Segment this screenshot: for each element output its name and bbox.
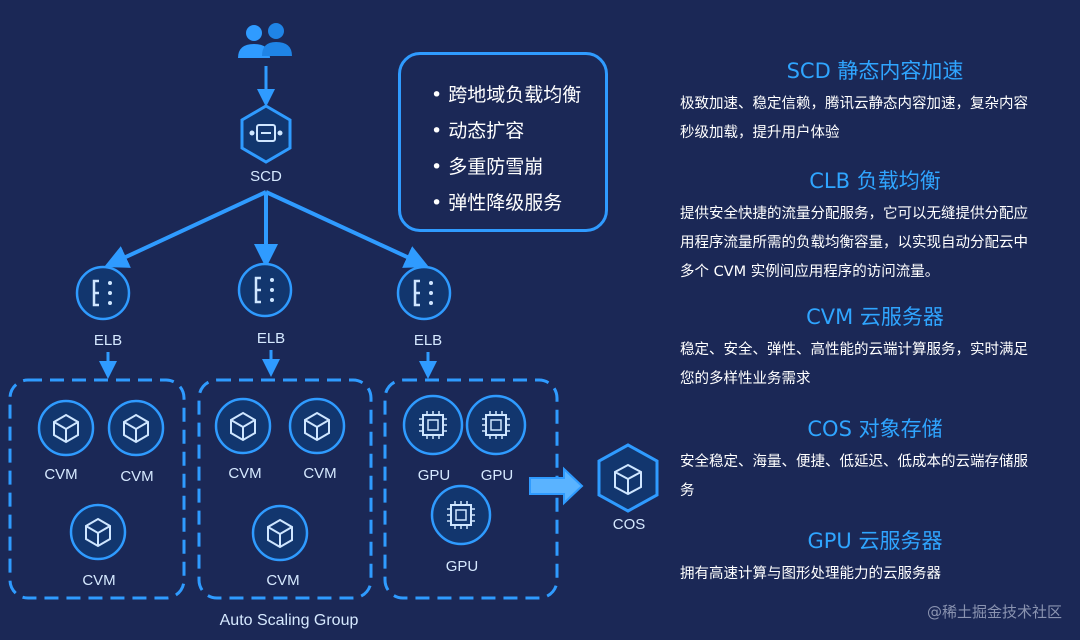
scd-label: SCD [250, 168, 282, 185]
section-scd: SCD 静态内容加速 极致加速、稳定信赖，腾讯云静态内容加速，复杂内容 秒级加载… [680, 52, 1070, 148]
cos-icon [597, 443, 659, 513]
feature-item: 弹性降级服务 [431, 185, 605, 221]
cvm-icon [37, 399, 95, 457]
arrow-scd-to-elb-3 [265, 190, 429, 268]
desc-line: 务 [680, 483, 695, 499]
arrow-scd-to-elb-1 [104, 190, 267, 268]
section-desc: 提供安全快捷的流量分配服务，它可以无缝提供分配应 用程序流量所需的负载均衡容量，… [680, 200, 1070, 287]
section-cvm: CVM 云服务器 稳定、安全、弹性、高性能的云端计算服务，实时满足 您的多样性业… [680, 298, 1070, 394]
gpu-icon [465, 394, 527, 456]
section-cos: COS 对象存储 安全稳定、海量、便捷、低延迟、低成本的云端存储服 务 [680, 410, 1070, 506]
cvm-icon [107, 399, 165, 457]
cvm-label: CVM [120, 468, 153, 485]
desc-line: 稳定、安全、弹性、高性能的云端计算服务，实时满足 [680, 342, 1028, 358]
elb-label: ELB [414, 332, 442, 349]
cvm-icon [251, 504, 309, 562]
gpu-label: GPU [418, 467, 451, 484]
cvm-icon [288, 397, 346, 455]
architecture-diagram: SCD ELB ELB ELB CVM CVM CVM [8, 23, 659, 629]
feature-item: 动态扩容 [431, 113, 605, 149]
section-title: SCD 静态内容加速 [786, 59, 964, 83]
section-desc: 拥有高速计算与图形处理能力的云服务器 [680, 560, 1070, 589]
section-desc: 极致加速、稳定信赖，腾讯云静态内容加速，复杂内容 秒级加载，提升用户体验 [680, 90, 1070, 148]
section-desc: 稳定、安全、弹性、高性能的云端计算服务，实时满足 您的多样性业务需求 [680, 336, 1070, 394]
auto-scaling-group-label: Auto Scaling Group [220, 612, 359, 629]
section-title: CVM 云服务器 [806, 305, 944, 329]
auto-scaling-group-box [197, 378, 373, 600]
section-gpu: GPU 云服务器 拥有高速计算与图形处理能力的云服务器 [680, 522, 1070, 589]
desc-line: 多个 CVM 实例间应用程序的访问流量。 [680, 264, 940, 280]
desc-line: 您的多样性业务需求 [680, 371, 811, 387]
watermark: @稀土掘金技术社区 [926, 603, 1062, 621]
feature-item: 跨地域负载均衡 [431, 77, 605, 113]
cvm-label: CVM [82, 572, 115, 589]
desc-line: 拥有高速计算与图形处理能力的云服务器 [680, 566, 941, 582]
cvm-icon [69, 503, 127, 561]
desc-line: 极致加速、稳定信赖，腾讯云静态内容加速，复杂内容 [680, 96, 1028, 112]
elb-label: ELB [94, 332, 122, 349]
feature-list-box: 跨地域负载均衡 动态扩容 多重防雪崩 弹性降级服务 [398, 52, 608, 232]
cvm-label: CVM [44, 466, 77, 483]
elb-label: ELB [257, 330, 285, 347]
desc-line: 安全稳定、海量、便捷、低延迟、低成本的云端存储服 [680, 454, 1028, 470]
desc-line: 秒级加载，提升用户体验 [680, 125, 840, 141]
section-title: CLB 负载均衡 [809, 169, 941, 193]
elb-icon [396, 265, 452, 321]
arrow-to-cos [529, 466, 584, 506]
section-title: COS 对象存储 [807, 417, 943, 441]
gpu-label: GPU [481, 467, 514, 484]
gpu-icon [430, 484, 492, 546]
section-title: GPU 云服务器 [807, 529, 943, 553]
section-clb: CLB 负载均衡 提供安全快捷的流量分配服务，它可以无缝提供分配应 用程序流量所… [680, 162, 1070, 287]
desc-line: 提供安全快捷的流量分配服务，它可以无缝提供分配应 [680, 206, 1028, 222]
scd-icon [240, 104, 292, 164]
cos-label: COS [613, 516, 646, 533]
cvm-label: CVM [303, 465, 336, 482]
cvm-group-box [8, 378, 186, 600]
gpu-icon [402, 394, 464, 456]
section-desc: 安全稳定、海量、便捷、低延迟、低成本的云端存储服 务 [680, 448, 1070, 506]
cvm-label: CVM [266, 572, 299, 589]
feature-item: 多重防雪崩 [431, 149, 605, 185]
elb-icon [75, 265, 131, 321]
elb-icon [237, 262, 293, 318]
users-icon [238, 23, 292, 58]
gpu-label: GPU [446, 558, 479, 575]
cvm-icon [214, 397, 272, 455]
cvm-label: CVM [228, 465, 261, 482]
desc-line: 用程序流量所需的负载均衡容量，以实现自动分配云中 [680, 235, 1028, 251]
